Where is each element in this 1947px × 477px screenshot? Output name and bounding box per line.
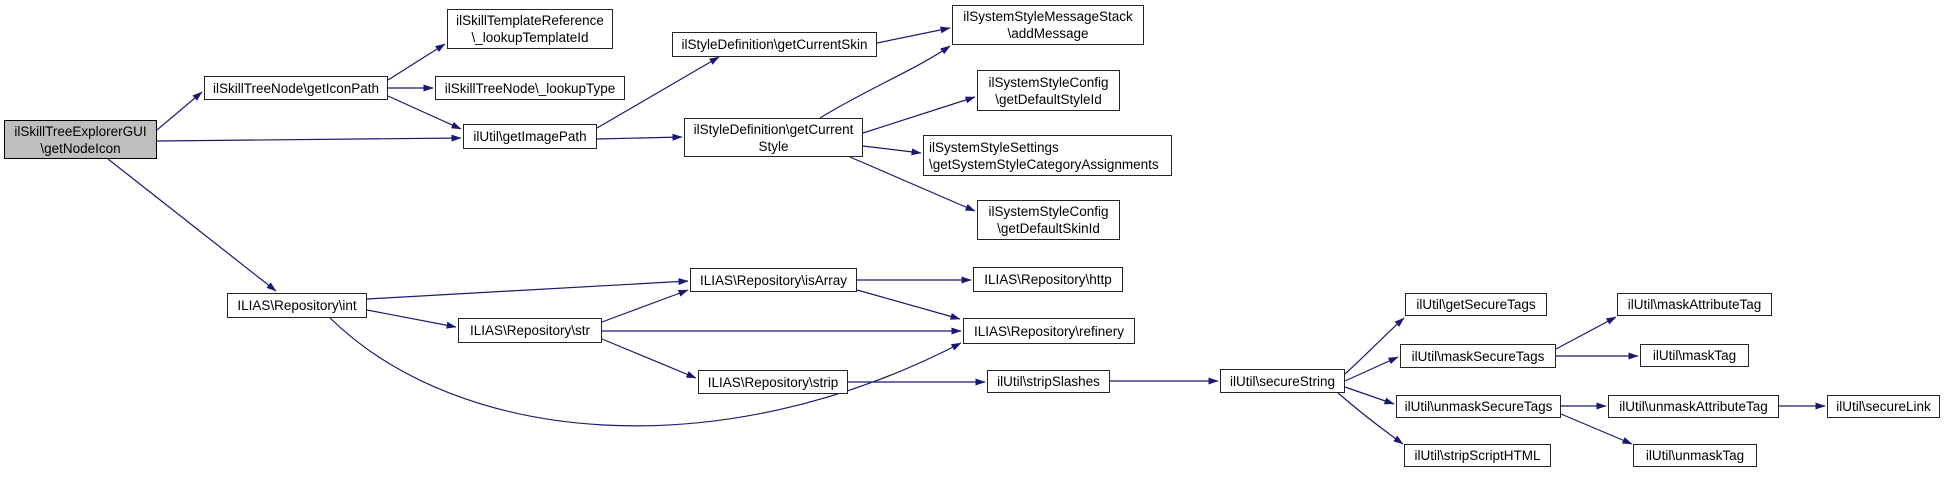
edge-int-refinery xyxy=(329,317,962,427)
edge-unmasksecuretags-unmasktag xyxy=(1560,413,1633,445)
edge-geticonpath-getimagepath xyxy=(387,95,462,130)
edge-getcurrentskin-addmessage xyxy=(876,26,951,44)
node-unmasktag[interactable]: ilUtil\unmaskTag xyxy=(1633,444,1757,467)
node-repository-int[interactable]: ILIAS\Repository\int xyxy=(227,293,367,318)
node-getdefaultstyleid[interactable]: ilSystemStyleConfig \getDefaultStyleId xyxy=(977,70,1120,111)
edge-getnodeicon-getimagepath xyxy=(156,134,462,142)
node-unmasksecuretags[interactable]: ilUtil\unmaskSecureTags xyxy=(1396,395,1561,418)
node-repository-refinery[interactable]: ILIAS\Repository\refinery xyxy=(963,318,1135,344)
node-unmaskattributetag[interactable]: ilUtil\unmaskAttributeTag xyxy=(1608,395,1779,418)
node-lookuptemplateid[interactable]: ilSkillTemplateReference \_lookupTemplat… xyxy=(447,9,613,49)
edge-getcurrentstyle-addmessage xyxy=(819,45,951,119)
edge-int-str xyxy=(366,309,457,329)
edge-str-isarray xyxy=(601,289,689,323)
node-getsecuretags[interactable]: ilUtil\getSecureTags xyxy=(1405,293,1547,316)
edges xyxy=(107,26,1826,445)
edge-str-strip xyxy=(601,338,697,379)
node-getcurrentskin[interactable]: ilStyleDefinition\getCurrentSkin xyxy=(672,32,877,57)
edge-getimagepath-getcurrentskin xyxy=(596,56,720,129)
node-getimagepath[interactable]: ilUtil\getImagePath xyxy=(463,124,597,149)
edge-isarray-refinery xyxy=(856,289,961,320)
node-repository-http[interactable]: ILIAS\Repository\http xyxy=(973,267,1123,292)
node-getdefaultskinid[interactable]: ilSystemStyleConfig \getDefaultSkinId xyxy=(977,200,1120,240)
edge-getcurrentstyle-getsystemstylecategoryassignments xyxy=(862,145,922,156)
edge-securestring-stripscripthtml xyxy=(1337,392,1404,445)
edge-geticonpath-lookuptemplateid xyxy=(387,43,446,81)
node-securelink[interactable]: ilUtil\secureLink xyxy=(1827,395,1940,418)
node-repository-isarray[interactable]: ILIAS\Repository\isArray xyxy=(690,268,857,292)
node-repository-strip[interactable]: ILIAS\Repository\strip xyxy=(698,370,848,394)
node-geticonpath[interactable]: ilSkillTreeNode\getIconPath xyxy=(204,76,388,100)
node-maskattributetag[interactable]: ilUtil\maskAttributeTag xyxy=(1617,293,1772,316)
edge-securestring-unmasksecuretags xyxy=(1344,386,1395,405)
node-getsystemstylecategoryassignments[interactable]: ilSystemStyleSettings \getSystemStyleCat… xyxy=(923,135,1172,176)
node-getnodeicon[interactable]: ilSkillTreeExplorerGUI \getNodeIcon xyxy=(4,120,157,159)
edge-getcurrentstyle-getdefaultstyleid xyxy=(862,96,976,134)
edge-getnodeicon-int xyxy=(107,158,277,292)
node-repository-str[interactable]: ILIAS\Repository\str xyxy=(458,318,602,343)
edge-securestring-getsecuretags xyxy=(1344,317,1405,375)
node-lookuptype[interactable]: ilSkillTreeNode\_lookupType xyxy=(435,76,625,100)
edge-getimagepath-getcurrentstyle xyxy=(596,133,683,141)
node-masktag[interactable]: ilUtil\maskTag xyxy=(1640,344,1749,367)
edge-int-isarray xyxy=(366,278,689,300)
edge-masksecuretags-maskattributetag xyxy=(1555,316,1617,350)
node-getcurrentstyle[interactable]: ilStyleDefinition\getCurrent Style xyxy=(684,118,863,157)
edge-getcurrentstyle-getdefaultskinid xyxy=(849,156,976,212)
node-stripscripthtml[interactable]: ilUtil\stripScriptHTML xyxy=(1404,444,1551,467)
node-stripslashes[interactable]: ilUtil\stripSlashes xyxy=(987,370,1110,393)
edge-getnodeicon-geticonpath xyxy=(156,91,203,131)
edge-securestring-masksecuretags xyxy=(1344,356,1399,382)
node-masksecuretags[interactable]: ilUtil\maskSecureTags xyxy=(1400,344,1556,368)
node-addmessage[interactable]: ilSystemStyleMessageStack \addMessage xyxy=(952,5,1144,45)
node-securestring[interactable]: ilUtil\secureString xyxy=(1220,369,1345,393)
